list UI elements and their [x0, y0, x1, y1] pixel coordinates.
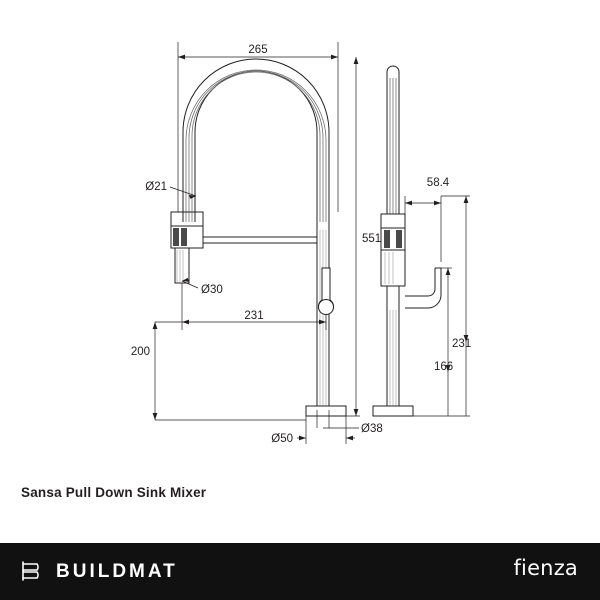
dim-label-58-4: 58.4 — [427, 177, 450, 189]
buildmat-wordmark: BUILDMAT — [56, 560, 178, 582]
technical-drawing: 265 551 231 200 Ø21 Ø30 Ø50 Ø38 58.4 231… — [131, 42, 471, 445]
page-title: Sansa Pull Down Sink Mixer — [21, 485, 207, 500]
dim-label-dia21: Ø21 — [145, 181, 167, 193]
dim-label-231-side: 231 — [452, 338, 471, 350]
fienza-logo: fienza — [513, 556, 578, 580]
dim-label-dia30: Ø30 — [201, 284, 223, 296]
buildmat-logo: BUILDMAT — [21, 557, 178, 585]
dim-label-231-reach: 231 — [244, 310, 263, 322]
dim-label-dia50: Ø50 — [271, 433, 293, 445]
buildmat-mark-icon — [22, 561, 39, 581]
dim-label-166: 166 — [434, 361, 453, 373]
dim-label-dia38: Ø38 — [361, 423, 383, 435]
dim-label-200: 200 — [131, 346, 150, 358]
dim-label-551: 551 — [362, 233, 381, 245]
footer-bar: BUILDMAT fienza — [0, 543, 600, 600]
dim-label-265: 265 — [248, 44, 267, 56]
